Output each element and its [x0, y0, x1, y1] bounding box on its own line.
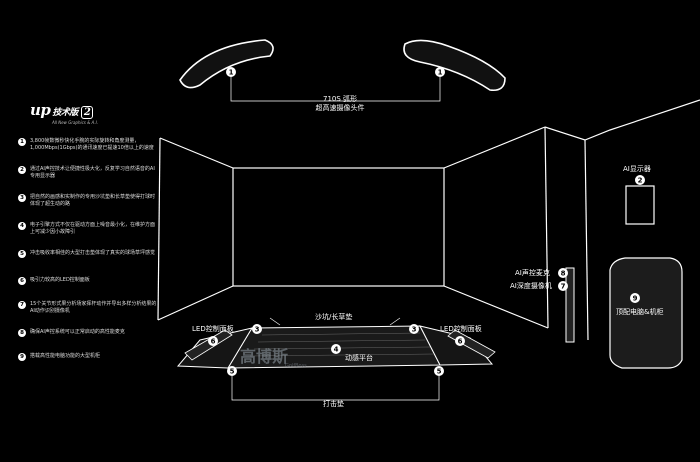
- svg-text:6: 6: [211, 338, 216, 346]
- marker-8: 8: [558, 268, 568, 278]
- ai-display-shape: [625, 185, 655, 225]
- marker-4: 4: [331, 344, 341, 354]
- marker-7: 7: [558, 281, 568, 291]
- camera-leader: [230, 72, 441, 102]
- camera-sublabel: 超高速摄像头件: [315, 104, 365, 112]
- svg-text:5: 5: [437, 368, 442, 376]
- svg-text:5: 5: [230, 368, 235, 376]
- svg-text:1: 1: [229, 69, 234, 77]
- svg-text:1: 1: [438, 69, 443, 77]
- mat-leader: [231, 376, 440, 401]
- led-panel-right-label: LED控制面板: [440, 325, 482, 333]
- camera-left: [179, 39, 274, 89]
- marker-1-right: 1: [435, 67, 445, 77]
- right-wall-edge: [544, 126, 549, 329]
- ceiling-edge-right: [443, 126, 546, 169]
- led-panel-left-label: LED控制面板: [192, 325, 234, 333]
- svg-text:9: 9: [633, 295, 638, 303]
- marker-6-left: 6: [208, 336, 218, 346]
- marker-1-left: 1: [226, 67, 236, 77]
- pc-cabinet-label: 顶配电脑&机柜: [616, 308, 664, 316]
- ai-display-label: AI显示器: [623, 165, 651, 173]
- marker-5-left: 5: [227, 366, 237, 376]
- brand-tagline: All New Graphics & A.I.: [52, 120, 99, 125]
- back-wall: [232, 167, 445, 287]
- floor-edge-right: [443, 285, 549, 329]
- pc-cabinet-shape: [609, 257, 683, 369]
- right-ceiling: [544, 99, 700, 141]
- sensor-tower: [565, 267, 575, 343]
- watermark-logo: 高博斯: [240, 347, 289, 366]
- fairway-mat-label: 沙坑/长草垫: [315, 313, 353, 321]
- svg-text:3: 3: [255, 326, 260, 334]
- watermark-text: GolfBoss: [285, 363, 307, 369]
- left-wall-edge: [157, 137, 161, 321]
- motion-platform-label: 动感平台: [345, 354, 373, 362]
- svg-text:3: 3: [412, 326, 417, 334]
- ai-depth-camera-label: AI深度摄像机: [510, 282, 552, 290]
- floor-edge-left: [157, 285, 234, 321]
- marker-3-left: 3: [252, 324, 262, 334]
- camera-label: 710S 弧形: [322, 95, 358, 103]
- svg-text:8: 8: [561, 270, 566, 278]
- marker-2: 2: [635, 175, 645, 185]
- marker-3-right: 3: [409, 324, 419, 334]
- right-corner: [584, 139, 589, 341]
- svg-text:7: 7: [561, 283, 566, 291]
- ai-mic-label: AI声控麦克: [515, 269, 550, 277]
- ceiling-edge-left: [159, 137, 234, 169]
- camera-right: [403, 39, 506, 92]
- hitting-mat-label: 打击垫: [323, 400, 344, 408]
- svg-text:6: 6: [458, 338, 463, 346]
- svg-text:2: 2: [638, 177, 643, 185]
- marker-5-right: 5: [434, 366, 444, 376]
- svg-text:4: 4: [334, 346, 339, 354]
- marker-9: 9: [630, 293, 640, 303]
- marker-6-right: 6: [455, 336, 465, 346]
